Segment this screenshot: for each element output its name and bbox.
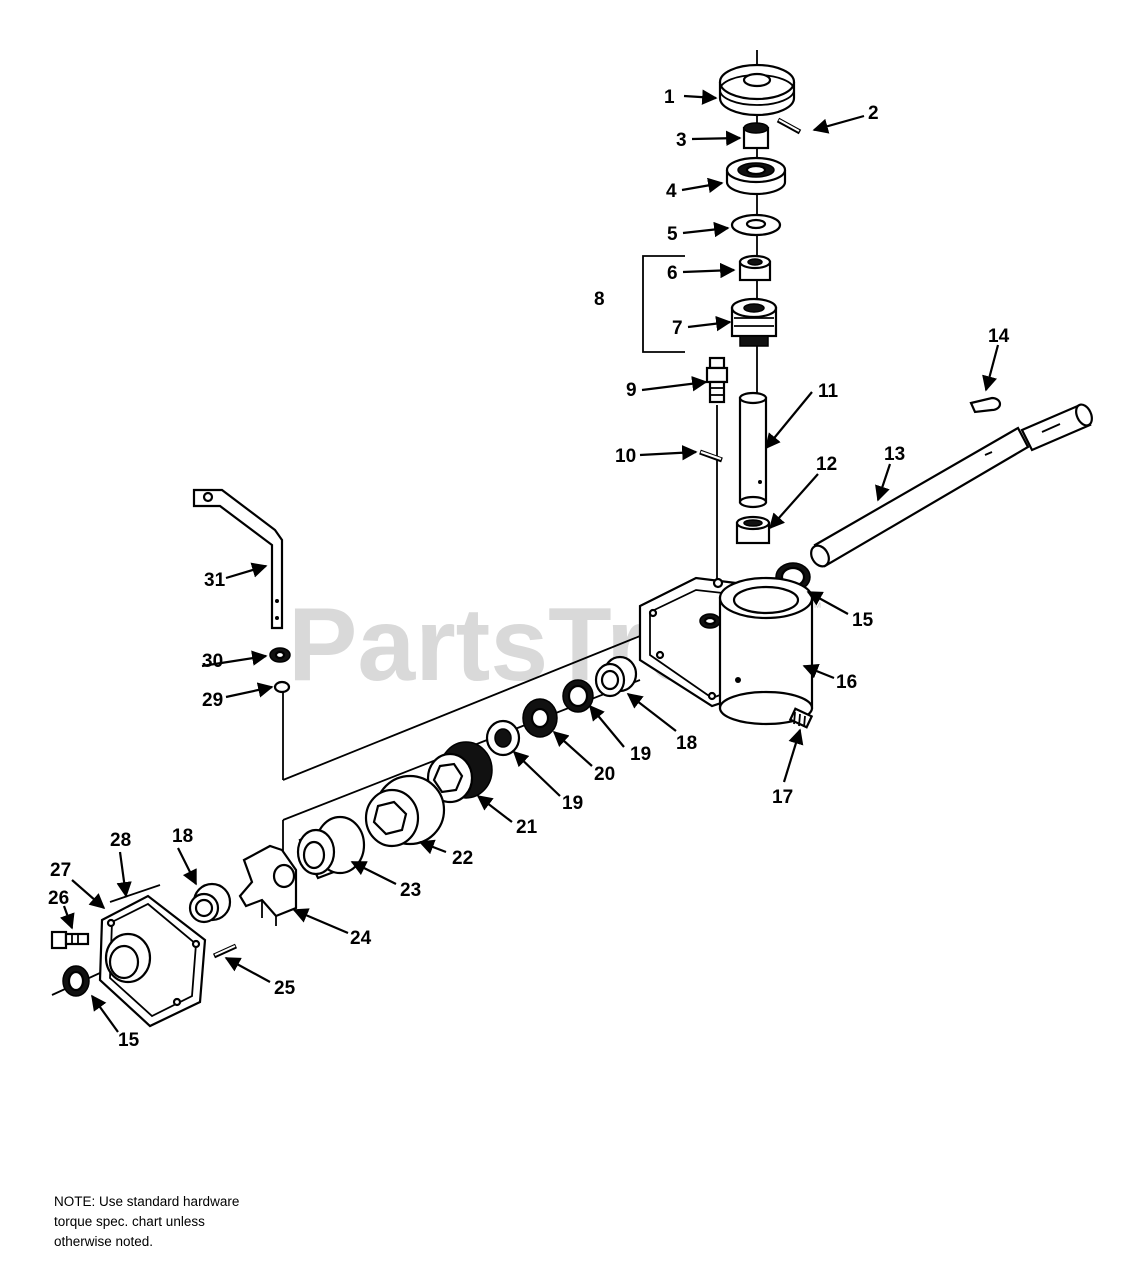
part-29-washer xyxy=(273,680,291,694)
part-28-cover xyxy=(98,894,207,1028)
part-1-pulley xyxy=(718,63,796,117)
note-line-1: NOTE: Use standard hardware xyxy=(54,1194,240,1209)
part-11-shaft xyxy=(738,391,768,509)
part-10-pin xyxy=(699,449,723,463)
part-14-key xyxy=(969,396,1002,414)
callout-5: 5 xyxy=(667,224,678,245)
part-20-thrust-bearing xyxy=(522,698,558,738)
callout-arrows xyxy=(60,89,1000,1033)
callout-9: 9 xyxy=(626,380,637,401)
part-19-washer-left xyxy=(485,719,521,757)
part-3-bushing xyxy=(742,122,770,150)
callout-6: 6 xyxy=(667,263,678,284)
callout-31: 31 xyxy=(204,570,226,591)
callout-12: 12 xyxy=(816,454,837,475)
part-18-bearing-left xyxy=(188,882,232,924)
callout-30: 30 xyxy=(202,651,223,672)
part-17-set-screw xyxy=(788,707,814,729)
part-30-clip xyxy=(269,647,291,663)
callout-17: 17 xyxy=(772,787,793,808)
callout-labels: 1 2 3 4 5 6 8 7 9 10 11 12 13 14 15 16 1… xyxy=(48,87,1010,1051)
callout-14: 14 xyxy=(988,326,1010,347)
part-9-grease-fitting xyxy=(705,356,729,404)
part-19-washer-right xyxy=(562,679,594,713)
callout-29: 29 xyxy=(202,690,223,711)
callout-18-right: 18 xyxy=(676,733,697,754)
callout-26: 26 xyxy=(48,888,69,909)
assembly-axis-lines xyxy=(51,50,801,996)
callout-19-right: 19 xyxy=(630,744,651,765)
callout-25: 25 xyxy=(274,978,296,999)
part-18-bearing-right xyxy=(594,655,638,698)
callout-1: 1 xyxy=(664,87,675,108)
callout-23: 23 xyxy=(400,880,421,901)
part-8-bracket xyxy=(642,255,685,353)
part-2-pin xyxy=(776,117,802,135)
part-4-bearing xyxy=(725,156,787,196)
part-31-shift-rod xyxy=(192,488,284,630)
part-25-pin xyxy=(212,943,238,959)
part-7-pinion-gear xyxy=(730,297,778,347)
part-13-axle xyxy=(810,403,1093,568)
torque-note: NOTE: Use standard hardware torque spec.… xyxy=(54,1192,354,1252)
note-line-3: otherwise noted. xyxy=(54,1234,154,1249)
part-24-shift-fork xyxy=(238,844,298,926)
callout-22: 22 xyxy=(452,848,473,869)
callout-2: 2 xyxy=(868,103,879,124)
callout-3: 3 xyxy=(676,130,687,151)
part-15-seal-left xyxy=(62,965,90,997)
callout-24: 24 xyxy=(350,928,372,949)
callout-11: 11 xyxy=(818,381,839,402)
callout-27: 27 xyxy=(50,860,71,881)
callout-15-left: 15 xyxy=(118,1030,140,1051)
part-5-washer xyxy=(730,213,782,237)
callout-4: 4 xyxy=(666,181,677,202)
callout-20: 20 xyxy=(594,764,615,785)
part-22-coupling xyxy=(364,774,446,848)
callout-10: 10 xyxy=(615,446,636,467)
callout-28: 28 xyxy=(110,830,131,851)
callout-15-right: 15 xyxy=(852,610,874,631)
callout-8: 8 xyxy=(594,289,605,310)
part-6-bushing xyxy=(738,254,772,282)
part-12-needle-bearing xyxy=(735,515,771,545)
callout-13: 13 xyxy=(884,444,905,465)
callout-19-left: 19 xyxy=(562,793,583,814)
note-line-2: torque spec. chart unless xyxy=(54,1214,205,1229)
callout-16: 16 xyxy=(836,672,857,693)
callout-7: 7 xyxy=(672,318,683,339)
part-26-bolt xyxy=(50,930,90,950)
part-23-cone xyxy=(296,815,366,880)
part-21-gear xyxy=(426,741,493,804)
callout-18-left: 18 xyxy=(172,826,193,847)
callout-21: 21 xyxy=(516,817,538,838)
